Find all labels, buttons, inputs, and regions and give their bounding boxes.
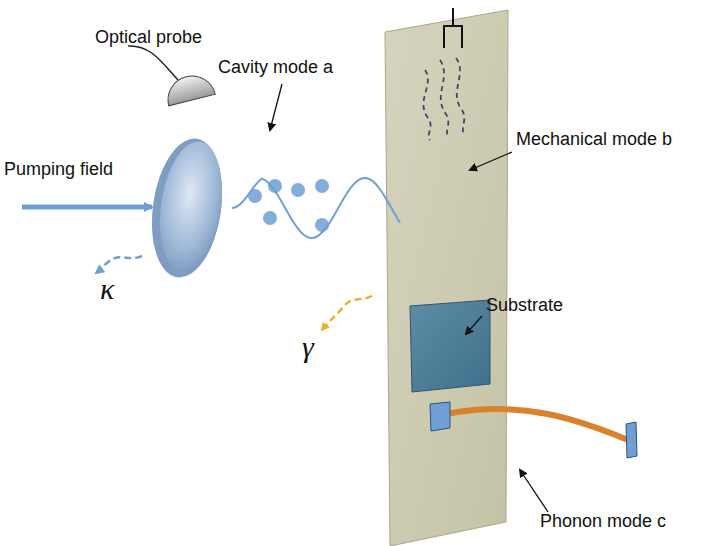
kappa-symbol: κ [100,272,114,305]
gamma-symbol: γ [302,330,314,363]
probe-label: Optical probe [95,28,202,48]
mechanical-mode-label: Mechanical mode b [516,130,672,150]
cavity-mode-label: Cavity mode a [218,58,333,78]
substrate-label: Substrate [486,296,563,316]
phonon-mode-label: Phonon mode c [540,512,666,532]
pump-label: Pumping field [4,160,113,180]
